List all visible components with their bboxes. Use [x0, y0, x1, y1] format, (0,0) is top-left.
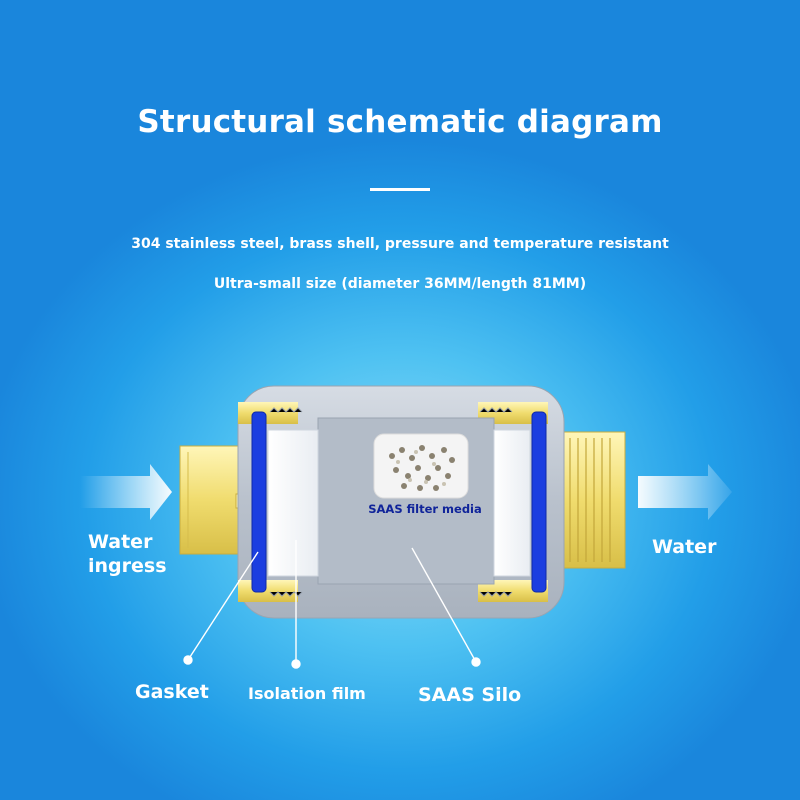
water-outlet-label: Water	[652, 536, 717, 558]
filter-media-label: SAAS filter media	[368, 502, 482, 516]
right-isolation-film	[493, 429, 531, 577]
isolation-film-label: Isolation film	[248, 684, 366, 703]
gasket-label: Gasket	[135, 681, 209, 703]
silo-callout-line	[411, 547, 477, 663]
subtitle-size: Ultra-small size (diameter 36MM/length 8…	[213, 276, 587, 292]
filter-media-image	[373, 433, 469, 499]
right-gasket	[531, 411, 547, 593]
left-isolation-film	[267, 429, 319, 577]
saas-silo-label: SAAS Silo	[418, 684, 522, 706]
water-ingress-label-line2: ingress	[88, 555, 167, 577]
water-outlet-arrow	[638, 464, 732, 520]
subtitle-material: 304 stainless steel, brass shell, pressu…	[131, 236, 669, 252]
title-divider	[370, 188, 430, 191]
left-gasket	[251, 411, 267, 593]
water-inlet-arrow	[80, 464, 172, 520]
page-title: Structural schematic diagram	[137, 104, 663, 140]
water-ingress-label-line1: Water	[88, 531, 153, 553]
outlet-brass-fitting	[554, 431, 626, 569]
gasket-callout-line	[187, 551, 259, 661]
